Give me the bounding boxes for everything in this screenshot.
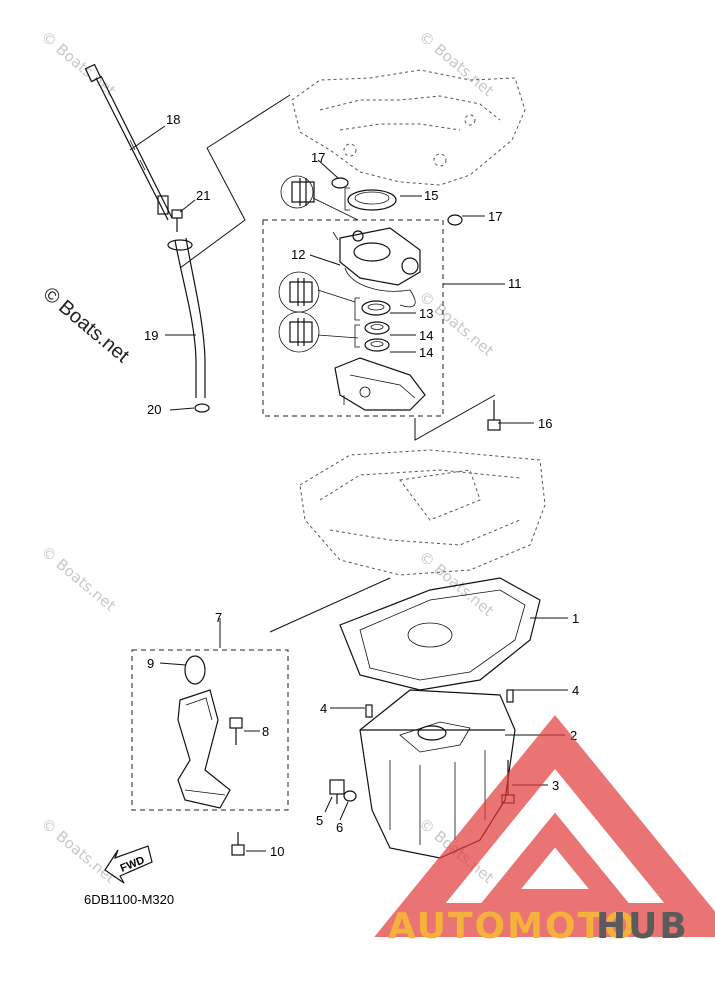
- bolt-10: [231, 832, 245, 856]
- leader-lines: [129, 125, 568, 852]
- oil-pan-upper-outline: [299, 449, 546, 576]
- callout-21: 21: [196, 188, 210, 203]
- watermark-small: © Boats.net: [415, 547, 497, 620]
- oil-seal-14-upper: [364, 321, 390, 335]
- oring-20: [194, 403, 210, 413]
- oil-pump-cover: [332, 227, 421, 286]
- callout-6: 6: [336, 820, 343, 835]
- callout-19: 19: [144, 328, 158, 343]
- oil-seal-13: [361, 300, 391, 316]
- callout-2: 2: [570, 728, 577, 743]
- dowel-pin-4-right: [506, 689, 514, 703]
- callout-11: 11: [508, 276, 522, 291]
- callout-9: 9: [147, 656, 154, 671]
- callout-1: 1: [572, 611, 579, 626]
- callout-4: 4: [320, 701, 327, 716]
- oil-seal-14-lower: [364, 338, 390, 352]
- callout-10: 10: [270, 844, 284, 859]
- callout-4: 4: [572, 683, 579, 698]
- callout-5: 5: [316, 813, 323, 828]
- callout-17: 17: [311, 150, 325, 165]
- grease-symbol-14: [289, 318, 313, 346]
- assembly-box-11: [262, 219, 444, 417]
- callout-7: 7: [215, 610, 222, 625]
- callout-14: 14: [419, 345, 433, 360]
- oring-17-right: [447, 214, 463, 226]
- callout-18: 18: [166, 112, 180, 127]
- watermark-small: © Boats.net: [37, 814, 119, 887]
- grease-symbol-13: [289, 278, 313, 306]
- watermark-small: © Boats.net: [415, 27, 497, 100]
- oil-seal-15: [347, 189, 397, 211]
- callout-8: 8: [262, 724, 269, 739]
- grease-symbol-ring: [280, 175, 314, 209]
- callout-13: 13: [419, 306, 433, 321]
- callout-17: 17: [488, 209, 502, 224]
- watermark-small: © Boats.net: [37, 542, 119, 615]
- grease-symbol-15: [291, 178, 315, 206]
- assembly-box-7: [131, 649, 289, 811]
- oring-9: [184, 655, 206, 685]
- gasket-1: [339, 577, 541, 691]
- bolt-21: [171, 209, 183, 232]
- washer-6: [343, 790, 357, 802]
- brand-name-part1: AUTOMOTO: [388, 906, 637, 947]
- engine-block-outline: [291, 69, 526, 186]
- callout-labels: 18 21 19 20 17 15 17 12 11 13 14 14 16 1…: [144, 112, 579, 859]
- dipstick-guide-tube: [157, 195, 206, 398]
- callout-12: 12: [291, 247, 305, 262]
- gasket-12: [344, 267, 416, 308]
- callout-15: 15: [424, 188, 438, 203]
- oil-pump-body: [334, 357, 426, 411]
- dowel-pin-4-left: [365, 704, 373, 718]
- automotohub-logo: [374, 715, 715, 937]
- callout-3: 3: [552, 778, 559, 793]
- watermark-group: © Boats.net © Boats.net © Boats.net © Bo…: [37, 27, 497, 887]
- callout-16: 16: [538, 416, 552, 431]
- oring-17-top: [331, 177, 349, 189]
- watermark-main: © Boats.net: [39, 283, 134, 367]
- brand-name-part2: HUB: [596, 906, 689, 947]
- diagram-code: 6DB1100-M320: [84, 892, 174, 907]
- callout-20: 20: [147, 402, 161, 417]
- drain-plug-5: [329, 779, 345, 804]
- grease-symbol-ring: [278, 311, 320, 353]
- oil-strainer: [177, 689, 231, 809]
- callout-14: 14: [419, 328, 433, 343]
- grease-symbol-ring: [278, 271, 320, 313]
- bolt-8: [229, 717, 243, 745]
- bolt-16: [487, 400, 501, 431]
